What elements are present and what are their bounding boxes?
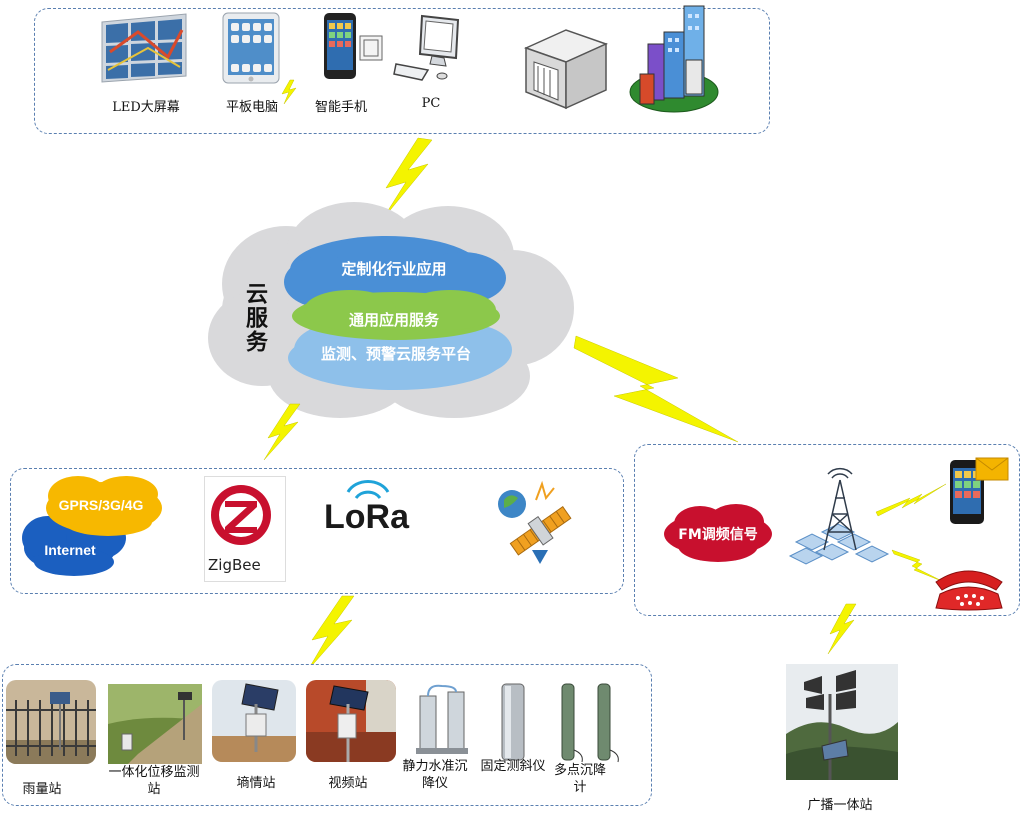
smartphone-icon: [322, 12, 384, 82]
broadcast-label: 广播一体站: [807, 798, 873, 813]
cloud-layer-custom-apps: 定制化行业应用: [341, 260, 447, 278]
satellite-icon: [496, 480, 576, 566]
device-label-pc: PC: [421, 96, 441, 111]
zigbee-label: ZigBee: [208, 556, 261, 574]
internet-label: Internet: [44, 542, 96, 558]
signal-bolt-icon: [573, 334, 740, 448]
signal-bolt-icon: [891, 548, 945, 586]
fm-label: FM调频信号: [678, 527, 758, 543]
lora-label: LoRa: [324, 498, 409, 536]
mobile-phone-icon: [946, 456, 1012, 526]
video-station-photo: [306, 680, 396, 762]
station-label-video: 视频站: [328, 776, 368, 791]
city-buildings-icon: [628, 4, 720, 118]
soil-station-photo: [212, 680, 296, 762]
device-label-smartphone: 智能手机: [314, 100, 367, 115]
station-label-static-level: 静力水准沉降仪: [402, 759, 468, 791]
signal-bolt-icon: [262, 403, 302, 464]
station-label-inclinometer: 固定测斜仪: [480, 759, 546, 774]
gprs-internet-icon: [18, 474, 168, 578]
signal-bolt-icon: [378, 137, 434, 224]
radio-tower-icon: [786, 467, 894, 570]
landline-phone-icon: [930, 560, 1008, 612]
broadcast-station-photo: [786, 664, 898, 780]
signal-bolt-icon: [826, 603, 858, 658]
cloud-service-diagram: [200, 198, 580, 420]
device-label-led: LED大屏幕: [112, 100, 180, 115]
static-level-settlement-gauge-icon: [414, 680, 474, 760]
station-label-multipoint: 多点沉降计: [553, 763, 606, 795]
gprs-label: GPRS/3G/4G: [58, 497, 144, 513]
displacement-station-photo: [108, 684, 202, 764]
multipoint-settlement-gauge-icon: [558, 680, 626, 764]
zigbee-logo-icon: [204, 476, 286, 582]
cloud-layer-common-services: 通用应用服务: [348, 311, 439, 329]
fixed-inclinometer-icon: [496, 680, 530, 764]
pc-icon: [393, 14, 464, 84]
device-label-tablet: 平板电脑: [225, 100, 278, 115]
signal-bolt-icon: [280, 79, 298, 108]
led-screen-icon: [98, 12, 190, 84]
cloud-title: 云服务: [242, 282, 267, 354]
server-building-icon: [520, 22, 612, 114]
signal-bolt-icon: [306, 595, 356, 674]
station-label-soil: 墒情站: [236, 776, 276, 791]
cloud-layer-platform: 监测、预警云服务平台: [320, 345, 471, 363]
fm-signal-cloud-icon: [660, 500, 776, 564]
rain-station-photo: [6, 680, 96, 764]
tablet-icon: [222, 12, 280, 84]
station-label-rain: 雨量站: [22, 782, 62, 797]
lora-logo-icon: [326, 480, 416, 546]
station-label-displacement: 一体化位移监测站: [108, 765, 200, 797]
signal-bolt-icon: [875, 482, 947, 520]
